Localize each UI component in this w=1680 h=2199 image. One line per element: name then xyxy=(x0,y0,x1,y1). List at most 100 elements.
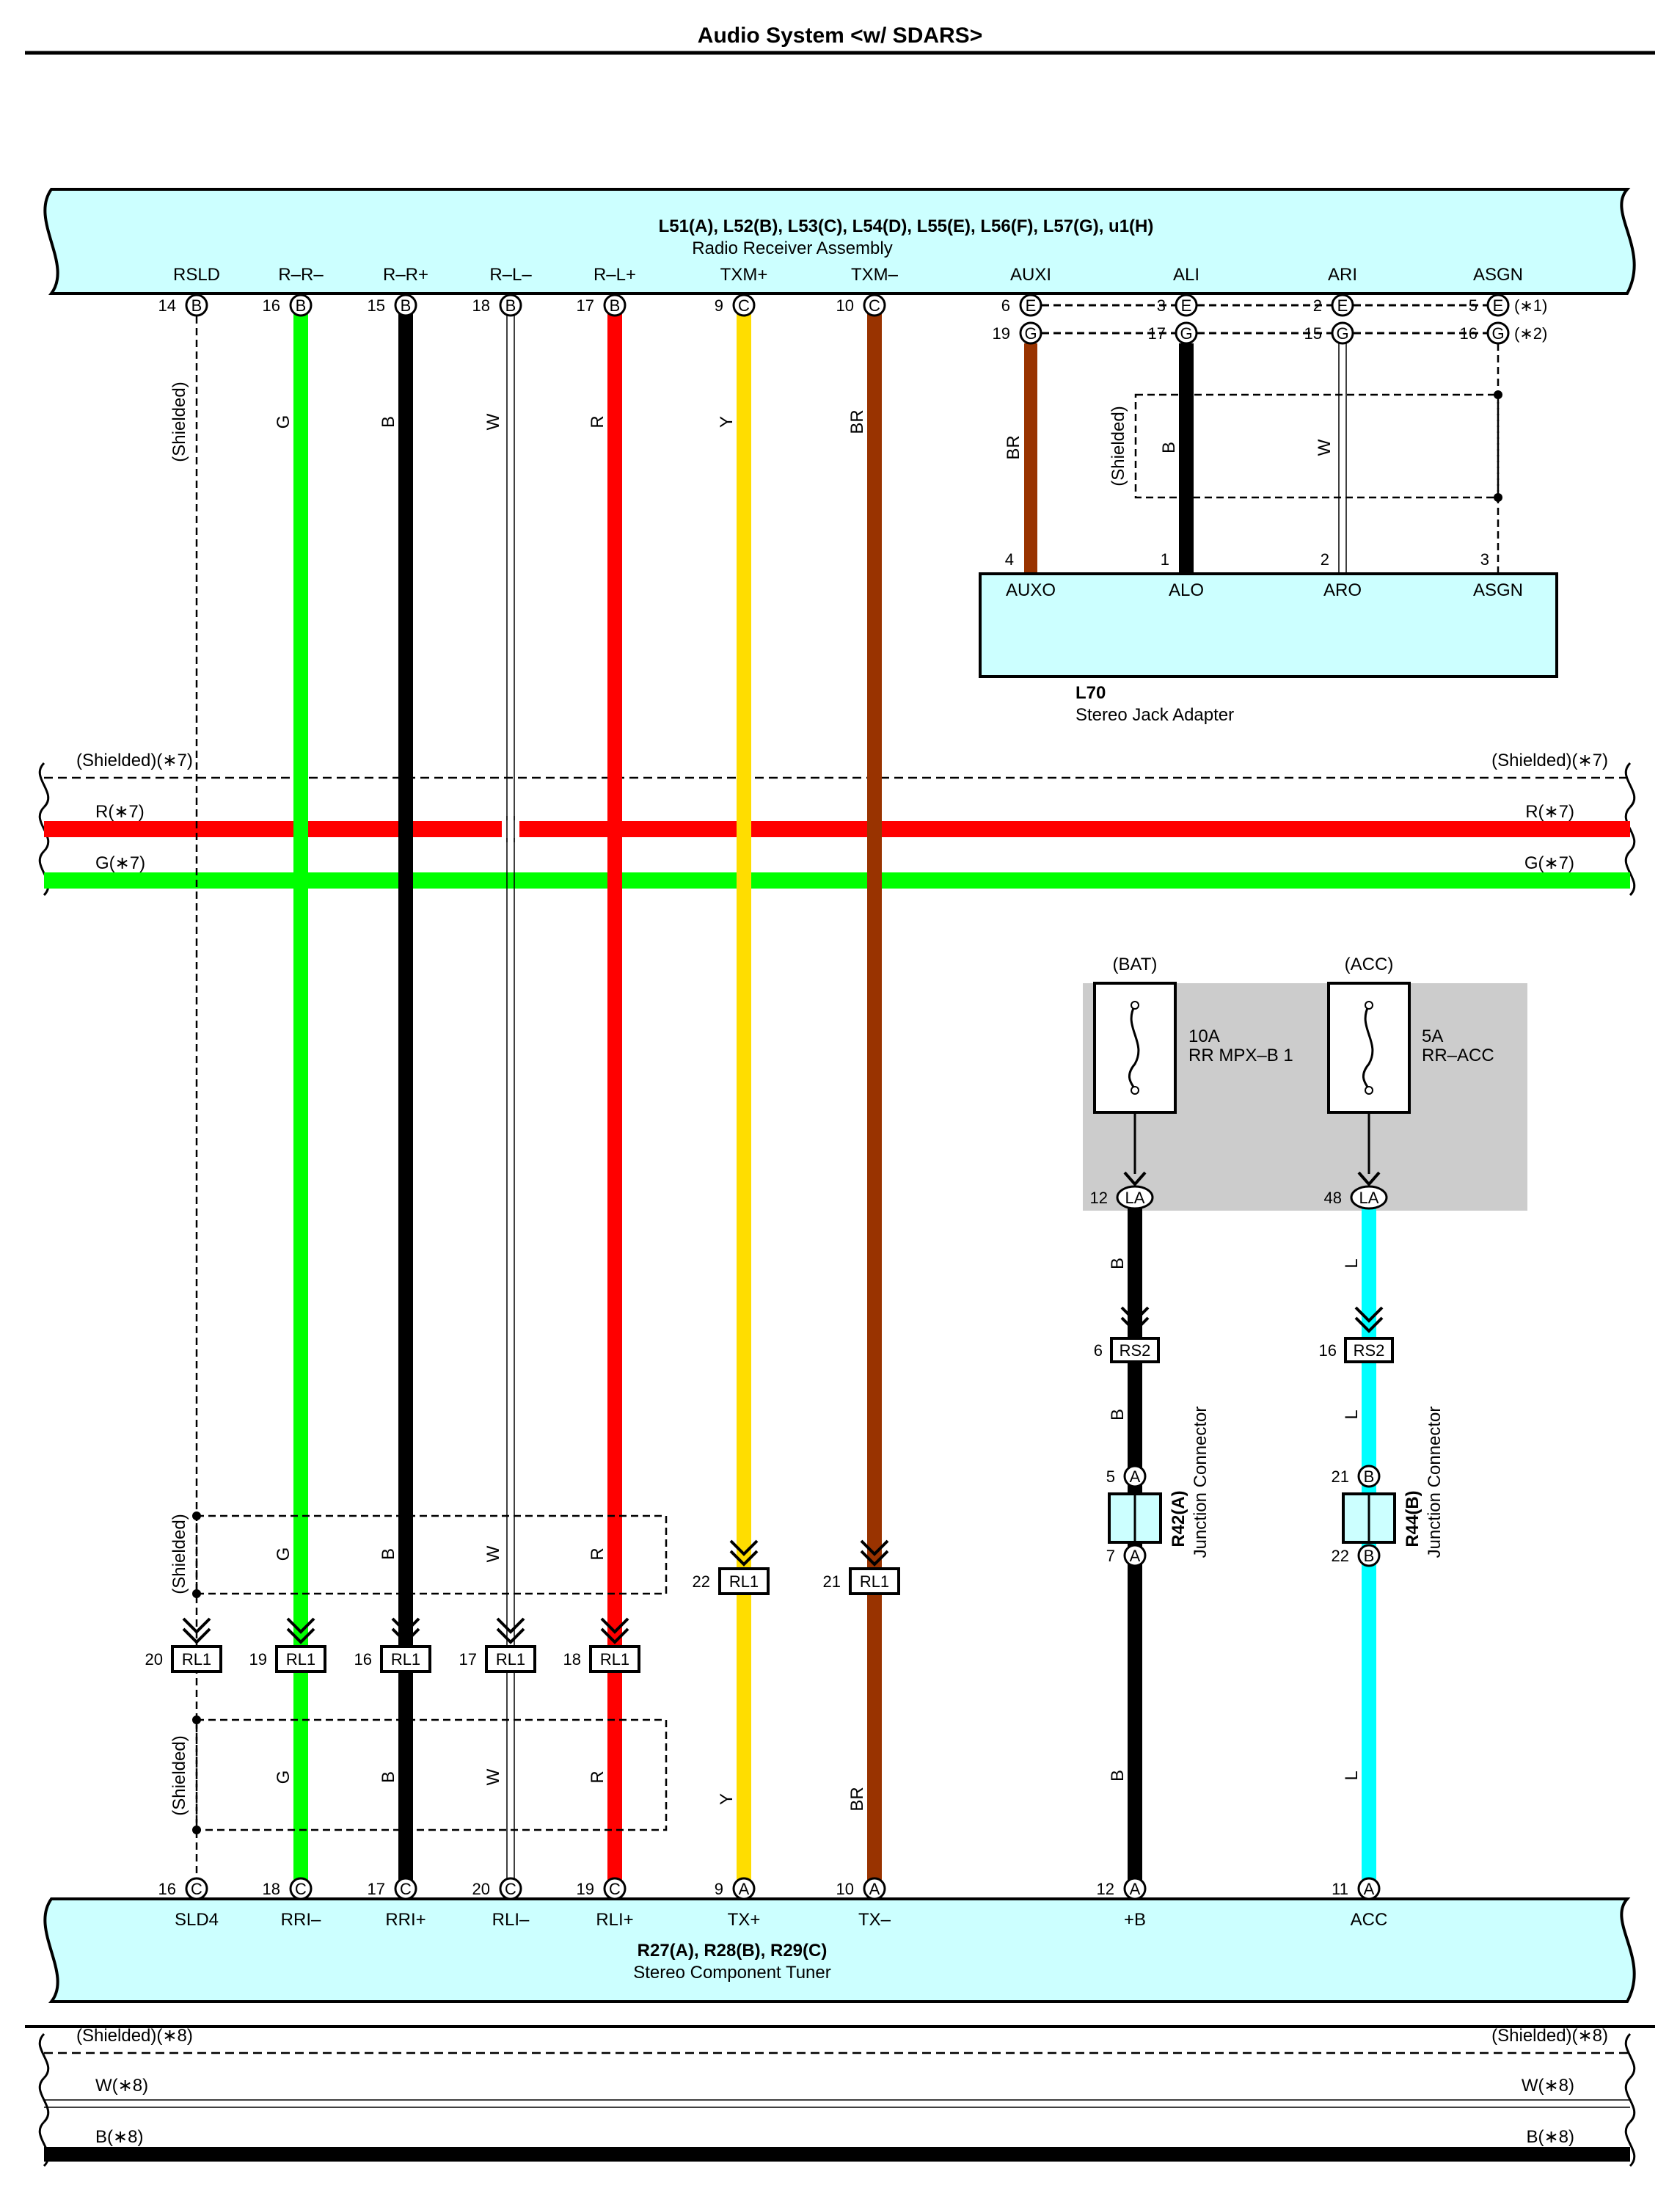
svg-text:A: A xyxy=(1130,1880,1141,1898)
rl-plus-wire-label: R xyxy=(588,415,607,428)
fuse-acc-rating: 5A xyxy=(1422,1026,1443,1046)
top-assembly-name: Radio Receiver Assembly xyxy=(692,238,892,258)
shield7-right-label: (Shielded)(∗7) xyxy=(1491,751,1608,770)
terminal-rl-plus: R–L+ xyxy=(594,265,636,285)
svg-text:RL1: RL1 xyxy=(182,1650,211,1669)
svg-text:W: W xyxy=(483,1768,503,1785)
wire-crossings xyxy=(502,816,519,842)
ari-wire-label: W xyxy=(1315,439,1334,456)
terminal-ari: ARI xyxy=(1328,265,1357,285)
pass-wires-bottom: (Shielded)(∗8) (Shielded)(∗8) W(∗8) W(∗8… xyxy=(25,2025,1655,2167)
svg-text:ACC: ACC xyxy=(1351,1910,1388,1930)
bottom-connectors-label: R27(A), R28(B), R29(C) xyxy=(638,1941,828,1961)
terminal-rl-minus: R–L– xyxy=(489,265,532,285)
auxi-wire-label: BR xyxy=(1004,435,1023,459)
acc-wire-label-2: L xyxy=(1342,1410,1362,1419)
jack-name: Stereo Jack Adapter xyxy=(1075,705,1234,725)
svg-text:R44(B): R44(B) xyxy=(1403,1490,1422,1547)
upper-shield-box: (Shielded) G B W R xyxy=(169,1511,668,1598)
svg-text:A: A xyxy=(739,1880,750,1898)
svg-text:11: 11 xyxy=(1332,1880,1348,1898)
terminal-txm-plus: TXM+ xyxy=(720,265,768,285)
shield8-right-label: (Shielded)(∗8) xyxy=(1491,2026,1608,2046)
red7-right-label: R(∗7) xyxy=(1525,802,1574,822)
svg-text:16: 16 xyxy=(354,1650,372,1669)
svg-text:B: B xyxy=(401,296,412,315)
svg-text:Y: Y xyxy=(717,1793,737,1805)
svg-text:G: G xyxy=(274,1770,293,1784)
svg-text:TX–: TX– xyxy=(858,1910,891,1930)
svg-text:10: 10 xyxy=(836,296,854,315)
svg-text:17: 17 xyxy=(577,296,594,315)
bottom-assembly-name: Stereo Component Tuner xyxy=(633,1963,831,1983)
terminal-rsld: RSLD xyxy=(173,265,220,285)
rl-minus-wire-label: W xyxy=(483,413,503,430)
stereo-tuner-box xyxy=(43,1897,1636,2003)
svg-text:B: B xyxy=(1108,1770,1128,1782)
svg-text:B: B xyxy=(1364,1547,1375,1565)
terminal-asgn: ASGN xyxy=(1473,265,1523,285)
svg-text:14: 14 xyxy=(158,296,176,315)
svg-text:G: G xyxy=(1336,324,1348,343)
svg-text:16: 16 xyxy=(263,296,280,315)
shield8-left-label: (Shielded)(∗8) xyxy=(76,2026,193,2046)
svg-text:R42(A): R42(A) xyxy=(1169,1490,1188,1547)
svg-text:17: 17 xyxy=(368,1880,385,1898)
svg-text:(Shielded): (Shielded) xyxy=(169,1735,189,1815)
svg-text:18: 18 xyxy=(563,1650,581,1669)
pin-rr-plus: 15 B xyxy=(368,293,417,317)
svg-text:16: 16 xyxy=(1460,324,1478,343)
svg-text:19: 19 xyxy=(577,1880,594,1898)
rl1-lower: RL1 20 RL1 19 RL1 16 RL1 17 RL1 18 xyxy=(145,1617,640,1673)
red7-left-label: R(∗7) xyxy=(95,802,145,822)
svg-text:R: R xyxy=(588,1770,607,1783)
svg-text:B: B xyxy=(296,296,307,315)
svg-text:G: G xyxy=(1491,324,1504,343)
rs2-connectors: RS2 6 RS2 16 xyxy=(1094,1306,1394,1363)
svg-text:G: G xyxy=(274,1547,293,1561)
jack-pin-aro: 2 xyxy=(1321,550,1329,569)
svg-text:7: 7 xyxy=(1106,1547,1115,1565)
aux-shield-label: (Shielded) xyxy=(1109,406,1128,486)
txm-minus-wire-label: BR xyxy=(847,409,867,434)
svg-text:RLI+: RLI+ xyxy=(596,1910,633,1930)
pin-plus-b: 12 A xyxy=(1097,1877,1147,1900)
svg-text:5: 5 xyxy=(1106,1467,1115,1486)
svg-text:3: 3 xyxy=(1157,296,1166,315)
svg-text:E: E xyxy=(1181,296,1192,315)
svg-text:RL1: RL1 xyxy=(729,1572,759,1591)
lower-wire-labels: Y BR B L xyxy=(717,1770,1362,1812)
svg-text:12: 12 xyxy=(1097,1880,1114,1898)
svg-text:RL1: RL1 xyxy=(600,1650,629,1669)
bottom-terminal-labels: SLD4 RRI– RRI+ RLI– RLI+ TX+ TX– +B ACC xyxy=(175,1910,1387,1930)
svg-text:RRI–: RRI– xyxy=(281,1910,321,1930)
svg-text:C: C xyxy=(400,1880,412,1898)
aux-shield-box xyxy=(1134,393,1500,499)
svg-text:16: 16 xyxy=(158,1880,176,1898)
black8-left-label: B(∗8) xyxy=(95,2127,143,2147)
terminal-rr-minus: R–R– xyxy=(278,265,324,285)
svg-text:C: C xyxy=(609,1880,621,1898)
rr-minus-wire-label: G xyxy=(274,415,293,429)
plus-b-wire-label-1: B xyxy=(1108,1258,1128,1269)
svg-text:RL1: RL1 xyxy=(286,1650,315,1669)
terminal-ali: ALI xyxy=(1173,265,1199,285)
junction-r42: 5 A 7 A R42(A) Junction Connector xyxy=(1106,1407,1210,1567)
svg-text:22: 22 xyxy=(693,1572,710,1591)
jack-label-alo: ALO xyxy=(1169,580,1204,600)
svg-text:A: A xyxy=(1130,1467,1141,1486)
jack-pin-alo: 1 xyxy=(1161,550,1169,569)
svg-text:B: B xyxy=(1364,1467,1375,1486)
svg-text:15: 15 xyxy=(368,296,385,315)
